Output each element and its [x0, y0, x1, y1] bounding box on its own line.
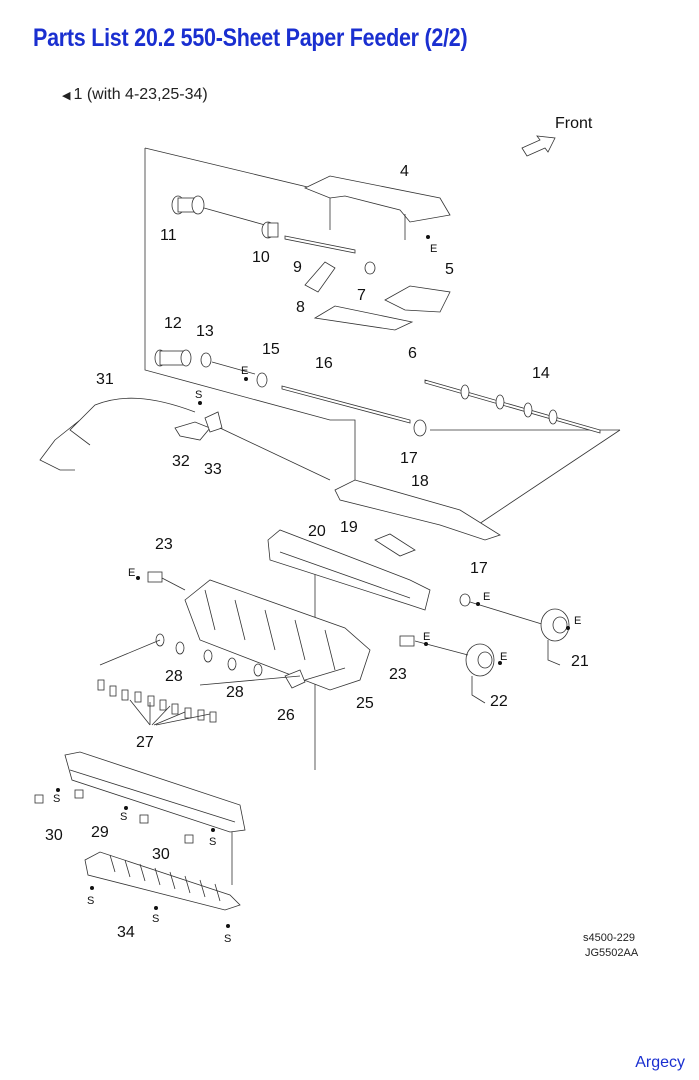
callout-12: 12: [164, 315, 182, 332]
callout-8: 8: [296, 299, 305, 316]
callout-s7: S: [224, 933, 231, 945]
callout-s3: S: [120, 811, 127, 823]
part-23-shaft-left: [147, 571, 163, 583]
part-33-bracket: [204, 411, 223, 433]
part-14-roller-shaft: [424, 379, 601, 434]
callout-17-upper: 17: [400, 450, 418, 467]
part-18-bracket: [334, 479, 501, 541]
part-13-collar: [200, 352, 212, 368]
callout-e3: E: [128, 567, 135, 579]
callout-18: 18: [411, 473, 429, 490]
callout-27: 27: [136, 734, 154, 751]
callout-s2: S: [53, 793, 60, 805]
assembly-note: ◀1 (with 4-23,25-34): [62, 86, 208, 104]
part-5-plate: [384, 285, 451, 313]
leader-right-diag: [469, 429, 621, 531]
part-15-gear: [256, 372, 268, 388]
callout-s5: S: [87, 895, 94, 907]
callout-34: 34: [117, 924, 135, 941]
callout-s4: S: [209, 836, 216, 848]
part-23-shaft-right: [399, 635, 415, 647]
drawing-code-1: s4500-229: [583, 932, 635, 944]
part-12-roller: [154, 349, 192, 367]
callout-e5: E: [574, 615, 581, 627]
callout-labels: Front 4 E 11 10 9 5 7 8 6 12 13 15 E 16 …: [45, 115, 593, 945]
callout-30-right: 30: [152, 846, 170, 863]
callout-22: 22: [490, 693, 508, 710]
callout-25: 25: [356, 695, 374, 712]
callout-e2: E: [241, 365, 248, 377]
callout-10: 10: [252, 249, 270, 266]
callout-21: 21: [571, 653, 589, 670]
front-label: Front: [555, 115, 593, 132]
leader-frame-upper: [144, 148, 356, 480]
brand-logo: Argecy: [635, 1054, 685, 1071]
callout-13: 13: [196, 323, 214, 340]
fastener-dots: [56, 235, 570, 928]
assembly-note-text: 1 (with 4-23,25-34): [73, 86, 208, 103]
callout-26: 26: [277, 707, 295, 724]
callout-s1: S: [195, 389, 202, 401]
part-26-link: [284, 669, 306, 689]
callout-23-left: 23: [155, 536, 173, 553]
callout-e1: E: [430, 243, 437, 255]
callout-9: 9: [293, 259, 302, 276]
callout-17-lower: 17: [470, 560, 488, 577]
callout-e6: E: [500, 651, 507, 663]
part-21-clutch: [540, 608, 570, 666]
part-17-bushing-lower: [459, 593, 471, 607]
callout-5: 5: [445, 261, 454, 278]
callout-s6: S: [152, 913, 159, 925]
part-4-frame: [304, 175, 451, 223]
part-7-gear: [364, 261, 376, 275]
part-25-chute: [184, 579, 371, 691]
part-8-lever: [304, 261, 336, 293]
callout-6: 6: [408, 345, 417, 362]
callout-32: 32: [172, 453, 190, 470]
part-32-sensor: [174, 421, 211, 441]
callout-e7: E: [423, 631, 430, 643]
part-17-bushing-upper: [413, 419, 427, 437]
part-29-plate: [64, 751, 246, 833]
triangle-marker-icon: ◀: [62, 90, 71, 102]
callout-11: 11: [160, 227, 177, 244]
part-31-harness: [39, 397, 196, 471]
part-6-rail: [313, 305, 414, 331]
part-9-shaft: [284, 235, 356, 254]
part-20-frame: [267, 529, 431, 611]
callout-33: 33: [204, 461, 222, 478]
callout-29: 29: [91, 824, 109, 841]
part-11-roller: [171, 195, 205, 215]
callout-15: 15: [262, 341, 280, 358]
part-19-guide: [374, 533, 416, 557]
callout-31: 31: [96, 371, 114, 388]
callout-30-left: 30: [45, 827, 63, 844]
part-14-rollers: [460, 384, 558, 425]
callout-19: 19: [340, 519, 358, 536]
callout-7: 7: [357, 287, 366, 304]
callout-16: 16: [315, 355, 333, 372]
drawing-code-2: JG5502AA: [585, 947, 639, 959]
callout-20: 20: [308, 523, 326, 540]
callout-23-right: 23: [389, 666, 407, 683]
part-10-gear: [261, 221, 279, 239]
page-title: Parts List 20.2 550-Sheet Paper Feeder (…: [33, 24, 468, 52]
part-16-shaft: [281, 385, 411, 424]
callout-e4: E: [483, 591, 490, 603]
callout-28-left: 28: [165, 668, 183, 685]
part-22-clutch: [465, 643, 495, 704]
leader-frame-top: [144, 147, 321, 191]
front-arrow-icon: [521, 135, 556, 157]
part-30-clips: [34, 789, 194, 844]
callout-14: 14: [532, 365, 550, 382]
callout-28-right: 28: [226, 684, 244, 701]
callout-4: 4: [400, 163, 409, 180]
part-27-fingers: [97, 679, 217, 723]
part-34-chute: [84, 851, 241, 911]
part-28-rollers: [155, 633, 263, 677]
